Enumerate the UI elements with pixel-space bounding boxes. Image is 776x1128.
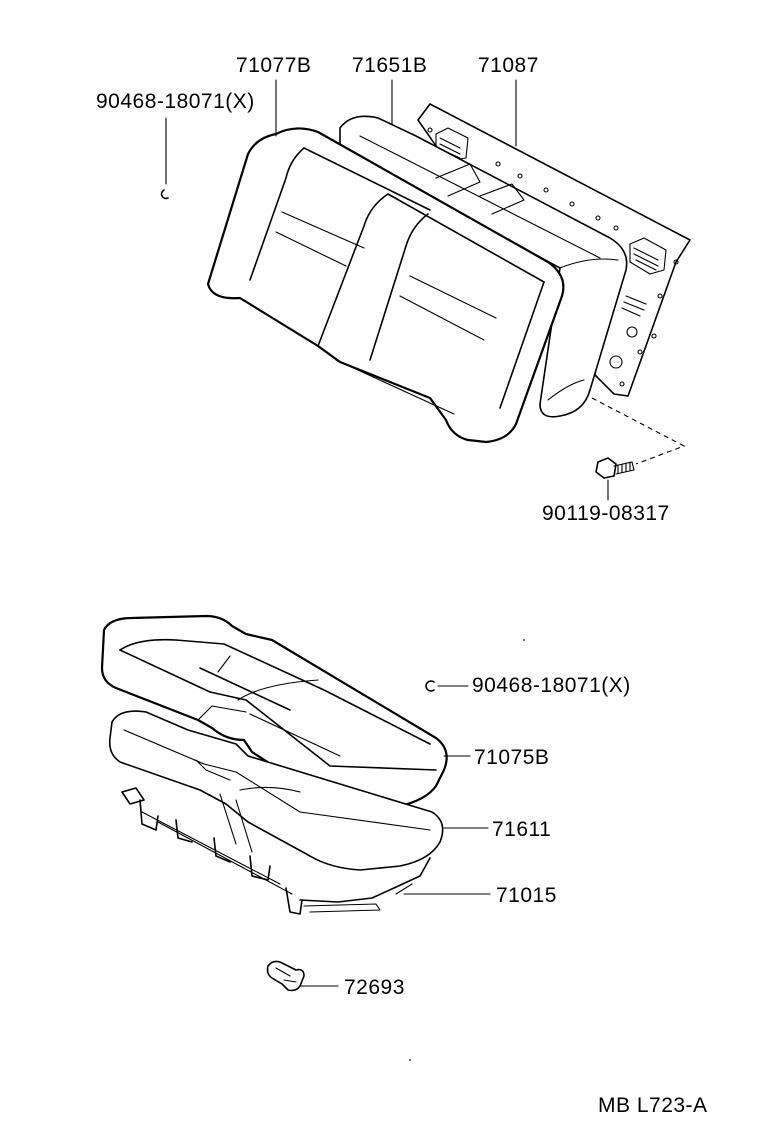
backrest-cover bbox=[206, 127, 565, 444]
lower-clip bbox=[425, 680, 469, 692]
upper-clip bbox=[160, 117, 169, 200]
bolt-part bbox=[591, 397, 686, 501]
cushion-pad bbox=[108, 710, 444, 871]
drawing-code: MB L723-A bbox=[598, 1094, 708, 1117]
label-cushion-pad: 71611 bbox=[492, 818, 551, 841]
label-clip-lower: 90468-18071(X) bbox=[472, 674, 631, 697]
label-bolt: 90119-08317 bbox=[542, 502, 670, 525]
label-hook: 72693 bbox=[344, 976, 405, 999]
backrest-pad bbox=[339, 115, 628, 418]
cushion-cover bbox=[100, 614, 448, 814]
hook-part bbox=[266, 960, 339, 992]
cushion-frame bbox=[121, 787, 431, 915]
label-cushion-frame: 71015 bbox=[496, 884, 557, 907]
label-backrest-cover: 71077B bbox=[236, 54, 311, 77]
label-cushion-cover: 71075B bbox=[474, 746, 549, 769]
label-clip-upper: 90468-18071(X) bbox=[96, 90, 255, 113]
label-backrest-pad: 71651B bbox=[352, 54, 427, 77]
label-backrest-frame: 71087 bbox=[478, 54, 539, 77]
